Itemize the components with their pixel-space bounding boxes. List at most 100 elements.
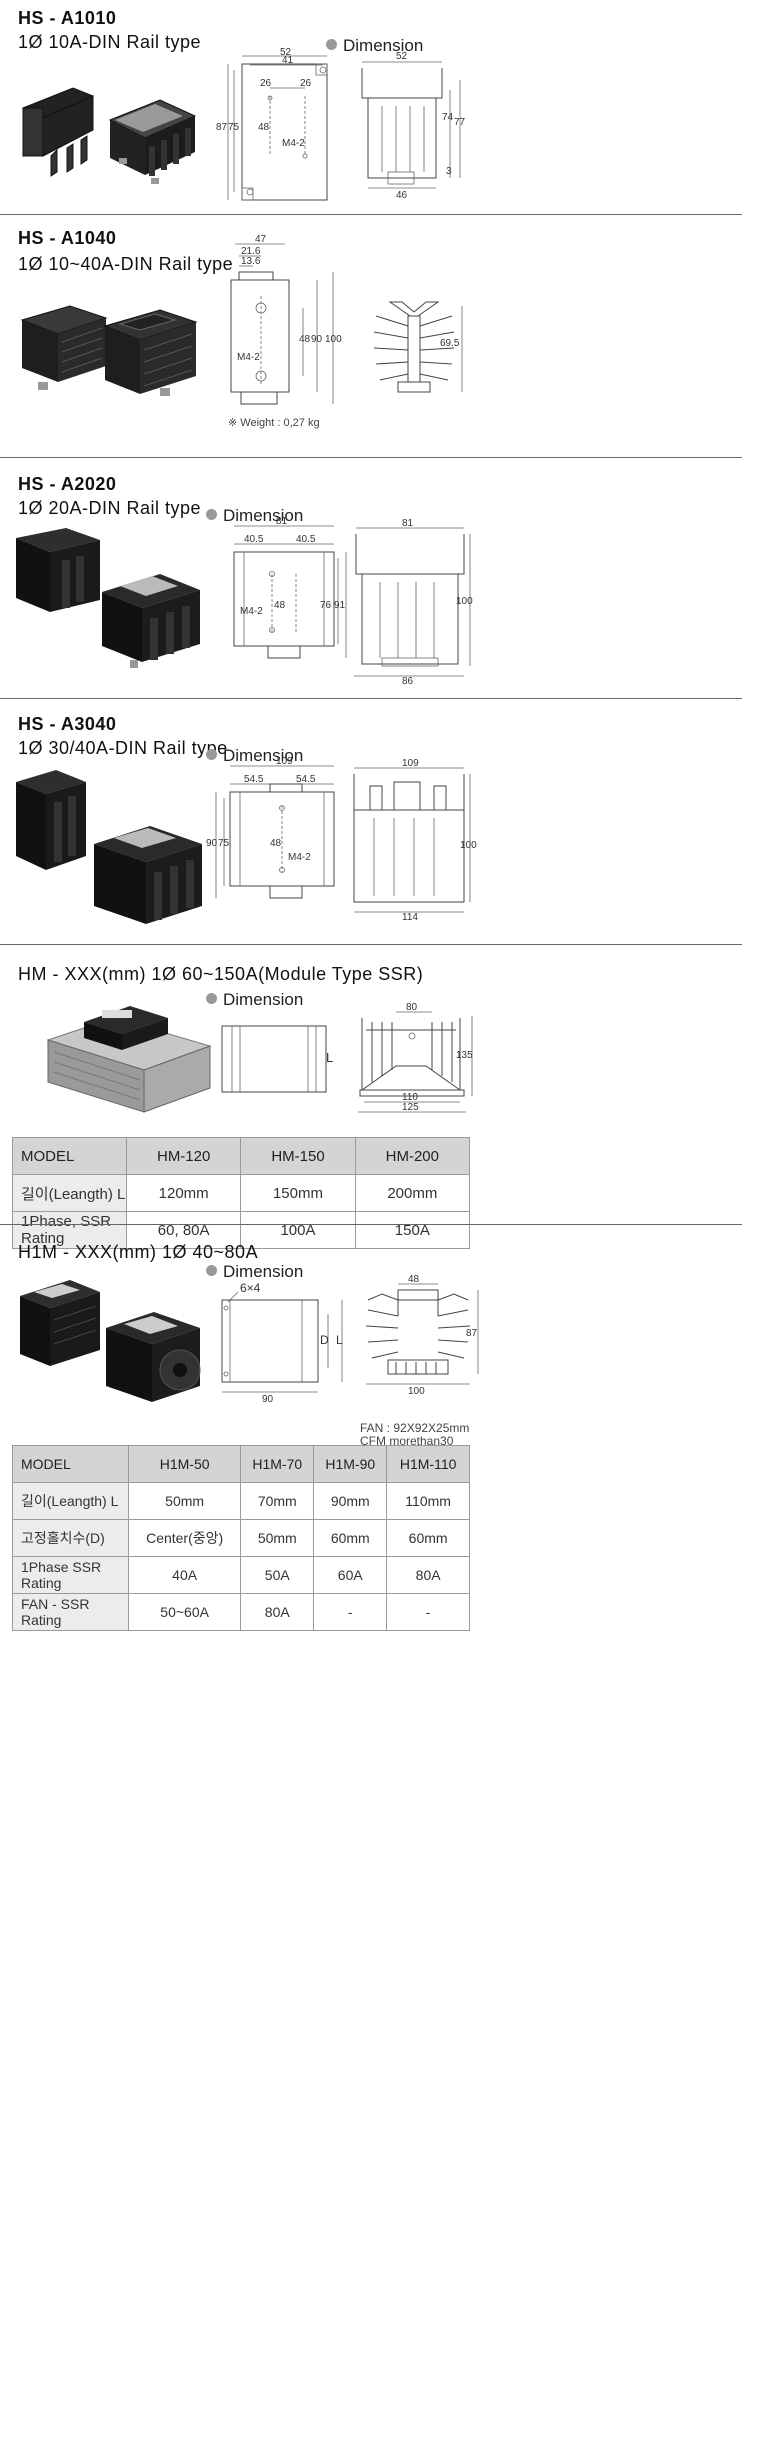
section-subtitle-a3040: 1Ø 30/40A-DIN Rail type — [18, 738, 228, 758]
table-cell: 80A — [386, 1556, 470, 1594]
dimension-drawing-hm-front: L — [221, 1025, 333, 1093]
table-cell: 150A — [354, 1211, 471, 1249]
side-dim-114: 114 — [402, 912, 418, 923]
product-photo-a1040 — [20, 305, 198, 396]
dim-48: 48 — [270, 838, 282, 849]
dim-81: 81 — [276, 516, 288, 527]
dimension-drawing-a1010-front: 52 41 26 26 48 M4-2 87 75 — [216, 47, 328, 201]
side-dim-3: 3 — [446, 166, 452, 177]
table-header-row: MODEL H1M-50 H1M-70 H1M-90 H1M-110 — [12, 1445, 470, 1483]
table-cell: - — [313, 1593, 388, 1631]
table-row: 1Phase SSR Rating 40A 50A 60A 80A — [12, 1556, 470, 1594]
section-divider — [0, 698, 742, 699]
side-dim-110: 110 — [402, 1092, 418, 1103]
table-header-row: MODEL HM-120 HM-150 HM-200 — [12, 1137, 471, 1175]
table-row: 길이(Leangth) L 120mm 150mm 200mm — [12, 1174, 471, 1212]
h1m-spec-table: MODEL H1M-50 H1M-70 H1M-90 H1M-110 길이(Le… — [12, 1445, 470, 1631]
dim-47: 47 — [255, 234, 267, 245]
fan-note: FAN : 92X92X25mm — [360, 1421, 470, 1435]
table-row-header: 길이(Leangth) L — [12, 1174, 127, 1212]
product-photo-a2020 — [16, 528, 200, 668]
dimension-drawing-a1040-side: 69.5 — [373, 301, 463, 393]
section-subtitle-a2020: 1Ø 20A-DIN Rail type — [18, 498, 202, 518]
table-header-cell: H1M-70 — [240, 1445, 315, 1483]
side-dim-48: 48 — [408, 1274, 420, 1285]
table-row-header: 고정홀치수(D) — [12, 1519, 129, 1557]
table-header-cell: H1M-50 — [127, 1445, 242, 1483]
table-row: 고정홀치수(D) Center(중앙) 50mm 60mm 60mm — [12, 1519, 470, 1557]
dim-L: L — [336, 1333, 343, 1347]
table-cell: 200mm — [354, 1174, 471, 1212]
dimension-label: Dimension — [206, 1262, 303, 1282]
side-dim-125: 125 — [402, 1102, 419, 1113]
section-divider — [0, 457, 742, 458]
dim-48: 48 — [299, 334, 311, 345]
table-row-header: FAN - SSR Rating — [12, 1593, 129, 1631]
table-cell: 110mm — [386, 1482, 470, 1520]
table-cell: 60mm — [313, 1519, 388, 1557]
side-dim-100: 100 — [456, 596, 473, 607]
table-cell: 80A — [240, 1593, 315, 1631]
table-cell: - — [386, 1593, 470, 1631]
m4-label: M4-2 — [288, 852, 311, 863]
dimension-drawing-a1010-side: 52 74 77 3 46 — [361, 51, 466, 201]
side-dim-81: 81 — [402, 518, 414, 529]
dim-100: 100 — [325, 334, 342, 345]
side-dim-86: 86 — [402, 676, 414, 687]
table-header-cell: H1M-110 — [386, 1445, 470, 1483]
side-dim-77: 77 — [454, 117, 466, 128]
dim-90: 90 — [262, 1394, 274, 1405]
section-divider — [0, 214, 742, 215]
dimension-drawing-h1m-front: 6×4 D L 90 — [221, 1281, 343, 1405]
dim-90: 90 — [206, 838, 218, 849]
dimension-label: Dimension — [206, 506, 303, 526]
dimension-drawing-a2020-front: 81 40.5 40.5 48 M4-2 76 91 — [233, 516, 347, 659]
side-dim-135: 135 — [456, 1050, 473, 1061]
side-dim-80: 80 — [406, 1002, 418, 1013]
table-cell: 60mm — [386, 1519, 470, 1557]
holes-label: 6×4 — [240, 1281, 261, 1295]
table-row: 1Phase, SSR Rating 60, 80A 100A 150A — [12, 1211, 471, 1249]
table-cell: 60, 80A — [125, 1211, 242, 1249]
section-divider — [0, 944, 742, 945]
section-subtitle-a1010: 1Ø 10A-DIN Rail type — [18, 32, 202, 52]
dimension-drawing-a3040-front: 109 54.5 54.5 48 M4-2 90 75 — [206, 756, 335, 899]
table-header-cell: H1M-90 — [313, 1445, 388, 1483]
side-dim-100: 100 — [408, 1386, 425, 1397]
side-dim-74: 74 — [442, 112, 454, 123]
section-title-h1m: H1M - XXX(mm) 1Ø 40~80A — [18, 1242, 259, 1262]
dimension-drawing-hm-side: 80 135 110 125 — [358, 1002, 473, 1113]
dim-75: 75 — [218, 838, 230, 849]
table-header-cell: HM-150 — [240, 1137, 356, 1175]
hm-spec-table: MODEL HM-120 HM-150 HM-200 길이(Leangth) L… — [12, 1137, 471, 1249]
dim-87: 87 — [216, 122, 228, 133]
table-cell: 100A — [240, 1211, 356, 1249]
side-dim-46: 46 — [396, 190, 408, 201]
dim-D: D — [320, 1333, 329, 1347]
dim-90: 90 — [311, 334, 323, 345]
section-title-a3040: HS - A3040 — [18, 714, 117, 734]
dim-21: 21.6 — [241, 246, 261, 257]
table-cell: 70mm — [240, 1482, 315, 1520]
table-row-header: 1Phase SSR Rating — [12, 1556, 129, 1594]
dimension-label: Dimension — [206, 746, 303, 766]
dimension-drawing-a2020-side: 81 100 86 — [354, 518, 473, 687]
dim-26a: 26 — [260, 78, 272, 89]
dim-52: 52 — [280, 47, 292, 58]
weight-note: ※ Weight : 0,27 kg — [228, 417, 320, 429]
dimension-drawing-a1040-front: 47 21.6 13.6 M4-2 48 90 100 — [230, 234, 342, 405]
section-divider — [0, 1224, 742, 1225]
table-cell: 40A — [127, 1556, 242, 1594]
dim-109: 109 — [276, 756, 293, 767]
table-row-header: 길이(Leangth) L — [12, 1482, 129, 1520]
table-cell: 150mm — [240, 1174, 356, 1212]
dimension-label: Dimension — [206, 990, 303, 1010]
table-header-cell: MODEL — [12, 1137, 127, 1175]
dim-L: L — [326, 1050, 333, 1065]
table-cell: 50A — [240, 1556, 315, 1594]
product-photo-h1m — [20, 1280, 201, 1402]
dim-54-5a: 54.5 — [244, 774, 264, 785]
dimension-drawing-h1m-side: 48 87 100 — [365, 1274, 479, 1397]
table-cell: 50mm — [240, 1519, 315, 1557]
section-title-hm: HM - XXX(mm) 1Ø 60~150A(Module Type SSR) — [18, 964, 424, 984]
